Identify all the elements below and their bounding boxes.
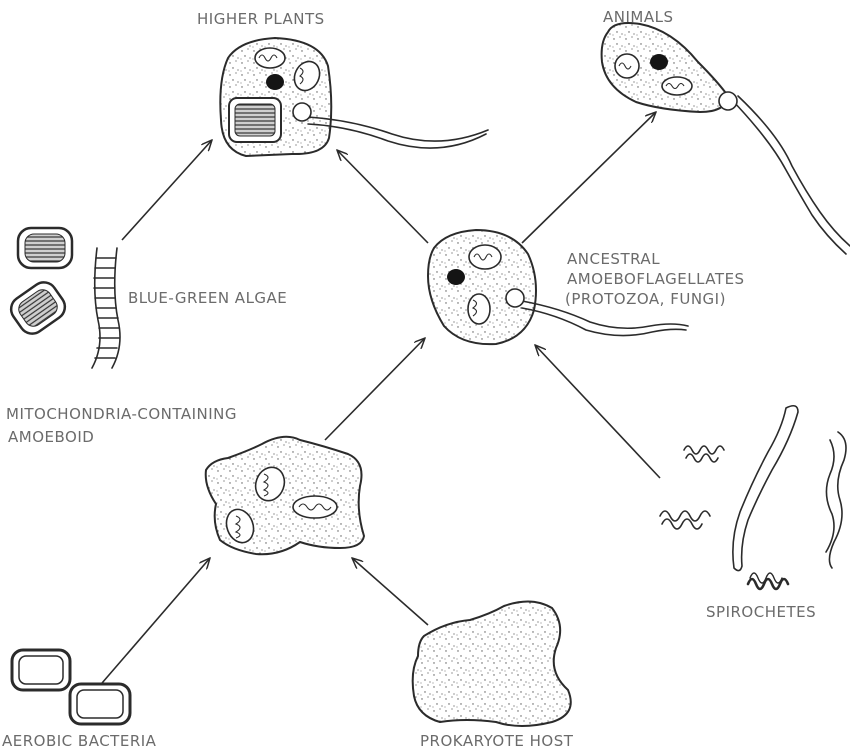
algae-cell — [6, 277, 70, 338]
aerobic-bacteria — [12, 650, 130, 724]
mitochondrion — [293, 496, 337, 518]
spirochete-small — [684, 446, 724, 454]
arrow-ancestral-to-plants — [337, 150, 428, 243]
arrow-ancestral-to-animals — [522, 112, 656, 243]
label-animals: ANIMALS — [603, 8, 674, 26]
arrow-amoeboid-to-ancestral — [325, 338, 425, 440]
label-blue-green-algae: BLUE-GREEN ALGAE — [128, 289, 287, 307]
spirochete-long — [826, 432, 846, 568]
spirochete-small — [686, 454, 718, 462]
filamentous-algae — [92, 248, 120, 368]
arrow-host-to-amoeboid — [352, 558, 428, 625]
arrow-algae-to-plants — [122, 140, 212, 240]
nucleus — [650, 54, 668, 70]
animal-cell — [602, 23, 850, 254]
spirochetes — [660, 406, 846, 589]
higher-plants-cell — [220, 38, 488, 156]
nucleus — [447, 269, 465, 285]
mitochondrion — [468, 294, 490, 324]
flagellum — [719, 92, 850, 254]
nucleus — [266, 74, 284, 90]
label-aerobic-bacteria: AEROBIC BACTERIA — [2, 732, 156, 750]
label-mitochondria-line1: MITOCHONDRIA-CONTAINING — [6, 405, 237, 423]
mitochondrion — [469, 245, 501, 269]
arrow-bacteria-to-amoeboid — [96, 558, 210, 690]
label-spirochetes: SPIROCHETES — [706, 603, 816, 621]
arrow-spirochetes-to-ancestral — [535, 345, 660, 478]
label-mitochondria-line2: AMOEBOID — [8, 428, 94, 446]
mitochondria-containing-amoeboid — [206, 437, 364, 554]
blue-green-algae — [6, 228, 120, 368]
spirochete-dark — [748, 579, 788, 589]
prokaryote-host — [413, 601, 571, 726]
label-higher-plants: HIGHER PLANTS — [197, 10, 325, 28]
label-ancestral-line3: (PROTOZOA, FUNGI) — [565, 290, 726, 308]
label-prokaryote-host: PROKARYOTE HOST — [420, 732, 573, 750]
label-ancestral-line1: ANCESTRAL — [567, 250, 660, 268]
mitochondrion — [255, 48, 285, 68]
mitochondrion — [662, 77, 692, 95]
mitochondrion — [615, 54, 639, 78]
spirochete-long — [733, 406, 798, 571]
label-ancestral-line2: AMOEBOFLAGELLATES — [567, 270, 745, 288]
chloroplast — [229, 98, 281, 142]
algae-cell — [18, 228, 72, 268]
